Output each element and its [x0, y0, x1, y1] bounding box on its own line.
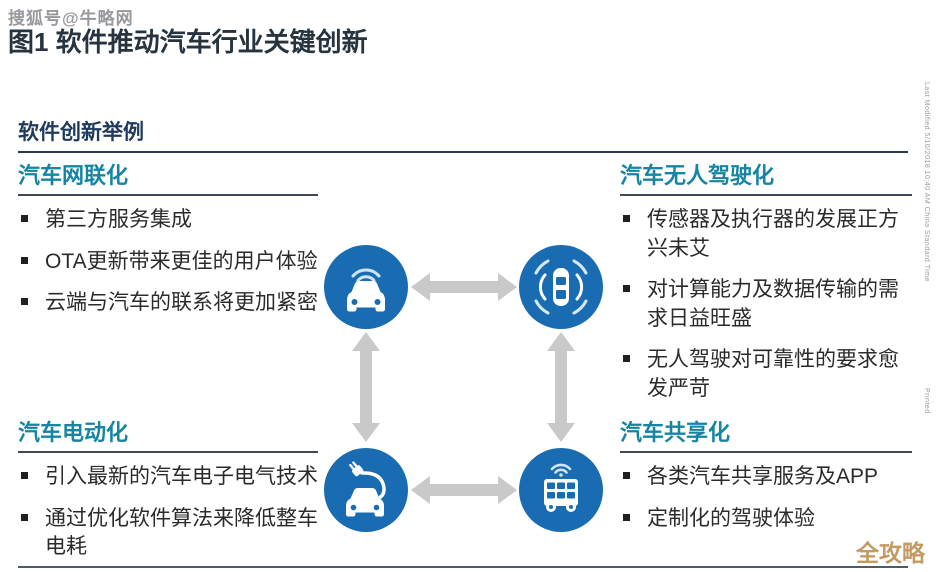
bottom-divider — [18, 566, 908, 568]
arrow-top-horizontal — [411, 270, 517, 304]
bullet-item: 云端与汽车的联系将更加紧密 — [18, 289, 318, 318]
quadrant-underline — [620, 194, 912, 196]
bullet-item: 传感器及执行器的发展正方兴未艾 — [620, 206, 912, 263]
quadrant-connectivity: 汽车网联化 第三方服务集成 OTA更新带来更佳的用户体验 云端与汽车的联系将更加… — [18, 158, 318, 331]
section-header: 软件创新举例 — [18, 116, 908, 153]
bullet-list: 各类汽车共享服务及APP 定制化的驾驶体验 — [620, 463, 912, 533]
quadrant-underline — [620, 451, 912, 453]
bullet-list: 第三方服务集成 OTA更新带来更佳的用户体验 云端与汽车的联系将更加紧密 — [18, 206, 318, 318]
bullet-item: 对计算能力及数据传输的需求日益旺盛 — [620, 276, 912, 333]
arrow-left-vertical — [349, 332, 383, 442]
bullet-item: 第三方服务集成 — [18, 206, 318, 235]
arrow-right-vertical — [544, 332, 578, 442]
connected-car-icon — [324, 245, 408, 329]
printed-note: Printed — [923, 388, 930, 414]
quadrant-title: 汽车共享化 — [620, 420, 731, 445]
section-title: 软件创新举例 — [18, 121, 144, 144]
quadrant-underline — [18, 451, 318, 453]
quadrant-electric: 汽车电动化 引入最新的汽车电子电气技术 通过优化软件算法来降低整车电耗 — [18, 415, 318, 572]
section-underline — [18, 151, 908, 153]
electric-car-icon — [324, 448, 408, 532]
quadrant-title: 汽车电动化 — [18, 420, 129, 445]
gold-watermark: 全攻略 — [856, 540, 925, 566]
quadrant-sharing: 汽车共享化 各类汽车共享服务及APP 定制化的驾驶体验 — [620, 415, 912, 546]
last-modified-note: Last Modified 5/10/2018 10:40 AM China S… — [923, 82, 930, 282]
bullet-item: 定制化的驾驶体验 — [620, 505, 912, 534]
quadrant-title: 汽车网联化 — [18, 163, 129, 188]
bullet-list: 传感器及执行器的发展正方兴未艾 对计算能力及数据传输的需求日益旺盛 无人驾驶对可… — [620, 206, 912, 403]
autonomous-car-icon — [519, 245, 603, 329]
arrow-bottom-horizontal — [411, 473, 517, 507]
quadrant-underline — [18, 194, 318, 196]
bullet-item: 无人驾驶对可靠性的要求愈发严苛 — [620, 346, 912, 403]
shared-bus-icon — [519, 448, 603, 532]
bullet-item: 引入最新的汽车电子电气技术 — [18, 463, 318, 492]
bullet-list: 引入最新的汽车电子电气技术 通过优化软件算法来降低整车电耗 — [18, 463, 318, 562]
source-watermark: 搜狐号@牛略网 — [8, 9, 134, 28]
bullet-item: OTA更新带来更佳的用户体验 — [18, 248, 318, 277]
bullet-item: 通过优化软件算法来降低整车电耗 — [18, 505, 318, 562]
quadrant-autonomous: 汽车无人驾驶化 传感器及执行器的发展正方兴未艾 对计算能力及数据传输的需求日益旺… — [620, 158, 912, 416]
bullet-item: 各类汽车共享服务及APP — [620, 463, 912, 492]
figure-title: 图1 软件推动汽车行业关键创新 — [8, 27, 368, 57]
quadrant-title: 汽车无人驾驶化 — [620, 163, 775, 188]
